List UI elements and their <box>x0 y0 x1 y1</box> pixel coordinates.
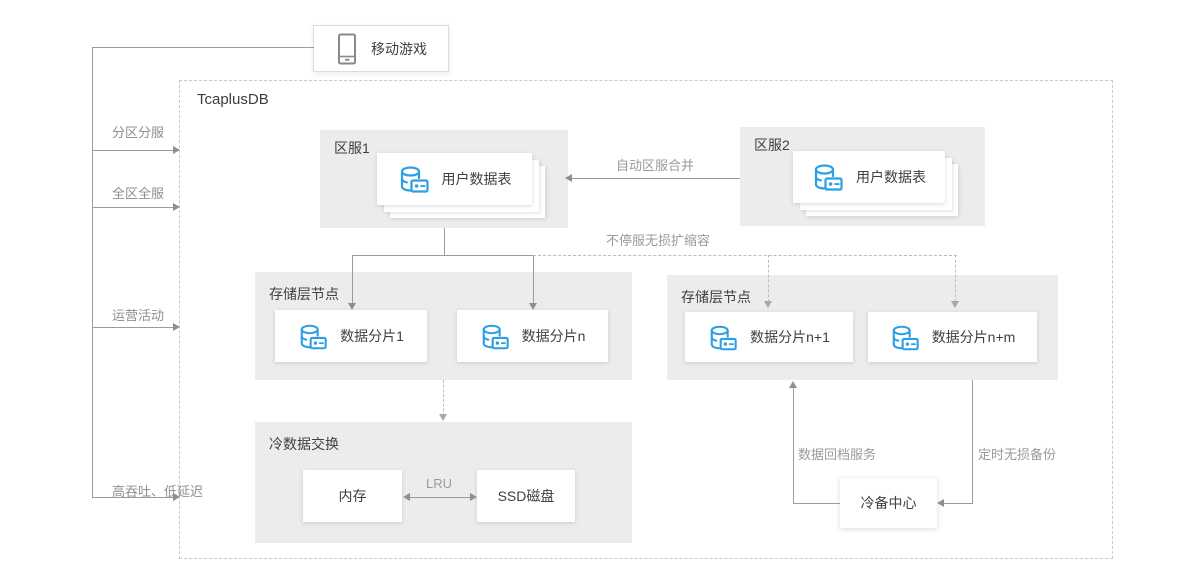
shard-label: 数据分片1 <box>340 328 404 344</box>
database-icon <box>710 325 737 350</box>
restore-label: 数据回档服务 <box>798 447 877 462</box>
rail-arrow-line-2 <box>92 207 173 208</box>
arrow-left-icon <box>403 493 410 501</box>
database-icon <box>482 324 509 349</box>
arrow-right-icon <box>173 323 180 331</box>
merge-arrow-line <box>572 178 740 179</box>
rail-to-client-line <box>92 47 314 48</box>
zone1-down-line <box>444 228 445 255</box>
mobile-phone-icon <box>338 33 356 64</box>
rail-label-4: 高吞吐、低延迟 <box>112 484 204 499</box>
arrow-up-icon <box>789 381 797 388</box>
scaling-dashed-line <box>533 255 957 256</box>
arrow-right-icon <box>173 146 180 154</box>
rail-arrow-line-3 <box>92 327 173 328</box>
storage-right-title: 存储层节点 <box>681 289 751 305</box>
mobile-game-box: 移动游戏 <box>313 25 449 72</box>
ssd-label: SSD磁盘 <box>497 488 555 504</box>
database-icon <box>300 324 327 349</box>
zone2-user-table-card: 用户数据表 <box>793 151 945 203</box>
arrow-down-icon <box>951 301 959 308</box>
zone1-user-table-card: 用户数据表 <box>377 153 532 205</box>
branch-drop-1 <box>352 255 353 304</box>
storage-left-title: 存储层节点 <box>269 286 339 302</box>
shard-card-nm: 数据分片n+m <box>868 312 1037 362</box>
memory-label: 内存 <box>338 488 367 504</box>
shard-label: 数据分片n+1 <box>750 329 830 345</box>
tcaplusdb-container <box>179 80 1113 559</box>
zone1-title: 区服1 <box>334 140 370 156</box>
arrow-right-icon <box>173 493 180 501</box>
cold-swap-dashed-line <box>443 380 444 416</box>
arrow-left-icon <box>565 174 572 182</box>
shard-card-n1: 数据分片n+1 <box>685 312 853 362</box>
backup-label: 定时无损备份 <box>978 447 1057 462</box>
arrow-down-icon <box>439 414 447 421</box>
rail-label-3: 运营活动 <box>112 308 165 323</box>
database-icon <box>814 164 843 191</box>
arrow-right-icon <box>173 203 180 211</box>
scaling-drop-1 <box>768 255 769 302</box>
shard-label: 数据分片n <box>521 328 586 344</box>
restore-line-h <box>793 503 840 504</box>
shard-card-n: 数据分片n <box>457 310 608 362</box>
shard-label: 数据分片n+m <box>931 329 1016 345</box>
restore-line-v <box>793 388 794 503</box>
branch-line <box>352 255 533 256</box>
tcaplusdb-title: TcaplusDB <box>197 91 269 108</box>
cold-swap-title: 冷数据交换 <box>269 436 339 452</box>
arrow-down-icon <box>348 303 356 310</box>
merge-label: 自动区服合并 <box>616 158 695 173</box>
scaling-drop-2 <box>955 255 956 302</box>
shard-card-1: 数据分片1 <box>275 310 427 362</box>
arrow-left-icon <box>937 499 944 507</box>
zone2-title: 区服2 <box>754 137 790 153</box>
rail-label-2: 全区全服 <box>112 186 165 201</box>
scaling-label: 不停服无损扩缩容 <box>606 233 711 248</box>
rail-label-1: 分区分服 <box>112 125 165 140</box>
database-icon <box>892 325 919 350</box>
cold-backup-card: 冷备中心 <box>840 478 937 528</box>
arrow-down-icon <box>764 301 772 308</box>
cold-backup-label: 冷备中心 <box>860 495 917 511</box>
rail-vertical-line <box>92 47 93 497</box>
arrow-right-icon <box>470 493 477 501</box>
ssd-card: SSD磁盘 <box>477 470 575 522</box>
branch-drop-2 <box>533 255 534 304</box>
rail-arrow-line-4 <box>92 497 173 498</box>
lru-label: LRU <box>426 476 453 491</box>
backup-line-v <box>972 380 973 504</box>
mobile-game-label: 移动游戏 <box>371 40 427 57</box>
rail-arrow-line-1 <box>92 150 173 151</box>
zone2-user-table-label: 用户数据表 <box>856 169 926 185</box>
arrow-down-icon <box>529 303 537 310</box>
lru-arrow-line <box>410 497 470 498</box>
backup-line-h <box>944 503 972 504</box>
zone1-user-table-label: 用户数据表 <box>441 171 512 187</box>
database-icon <box>400 166 429 193</box>
memory-card: 内存 <box>303 470 402 522</box>
